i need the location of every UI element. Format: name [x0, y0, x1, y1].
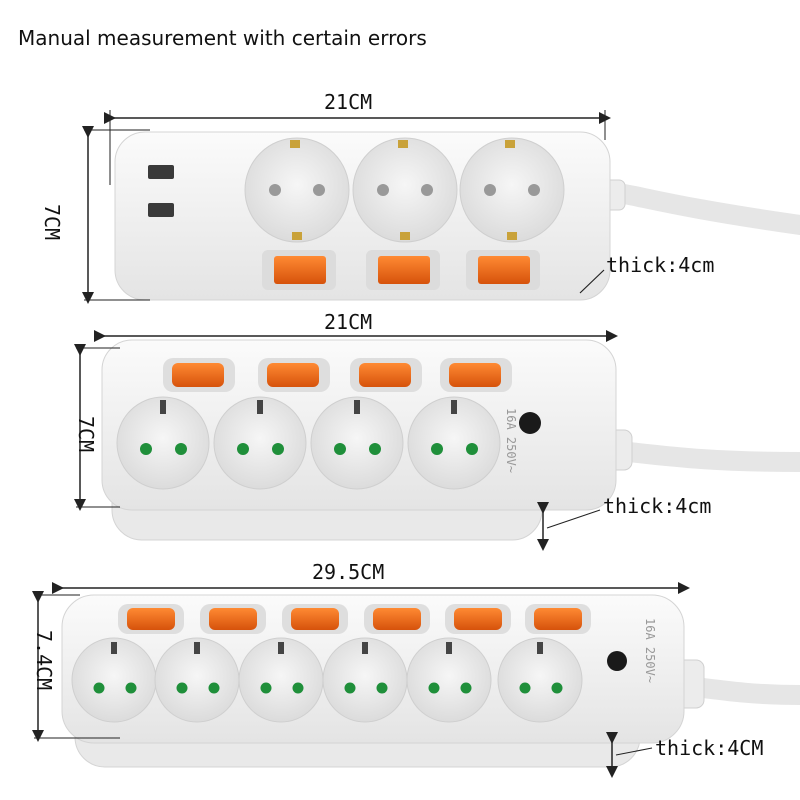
socket-icon: [322, 637, 408, 723]
height-label-2: 7CM: [74, 416, 98, 453]
switch-icon: [366, 250, 440, 290]
rating-label: 16A 250V~: [643, 618, 657, 684]
switch-icon: [364, 604, 430, 634]
rating-label: 16A 250V~: [504, 408, 518, 474]
power-strip-3: [32, 582, 800, 778]
power-strip-1: [82, 110, 800, 304]
socket-icon: [310, 396, 404, 490]
switch-icon: [445, 604, 511, 634]
switch-icon: [262, 250, 336, 290]
thickness-label-1: thick:4cm: [606, 253, 715, 277]
switch-icon: [525, 604, 591, 634]
power-strip-2: [74, 330, 800, 551]
indicator-light-icon: [519, 412, 541, 434]
switch-icon: [282, 604, 348, 634]
thickness-label-3: thick:4CM: [655, 736, 764, 760]
switch-icon: [440, 358, 512, 392]
width-label-2: 21CM: [324, 310, 373, 334]
socket-icon: [244, 137, 350, 243]
socket-icon: [407, 396, 501, 490]
switch-icon: [466, 250, 540, 290]
switch-icon: [118, 604, 184, 634]
socket-icon: [238, 637, 324, 723]
indicator-light-icon: [607, 651, 627, 671]
socket-icon: [116, 396, 210, 490]
socket-icon: [352, 137, 458, 243]
socket-icon: [71, 637, 157, 723]
socket-icon: [213, 396, 307, 490]
thickness-label-2: thick:4cm: [603, 494, 712, 518]
width-label-3: 29.5CM: [312, 560, 385, 584]
caption-text: Manual measurement with certain errors: [18, 26, 427, 50]
height-label-3: 7.4CM: [32, 630, 56, 691]
switch-icon: [200, 604, 266, 634]
height-label-1: 7CM: [40, 204, 64, 241]
socket-icon: [497, 637, 583, 723]
usb-port-icon: [148, 165, 174, 217]
socket-icon: [459, 137, 565, 243]
socket-icon: [154, 637, 240, 723]
width-label-1: 21CM: [324, 90, 373, 114]
switch-icon: [258, 358, 330, 392]
switch-icon: [350, 358, 422, 392]
switch-icon: [163, 358, 235, 392]
socket-icon: [406, 637, 492, 723]
